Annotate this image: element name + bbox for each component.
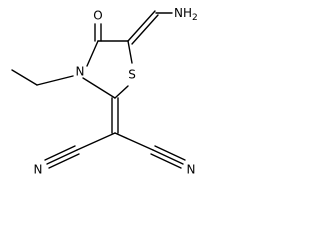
bond-cexo-cn-right <box>114 132 154 151</box>
bond-nitrile-left-2 <box>44 145 76 161</box>
bond-s1-c2 <box>114 85 129 99</box>
atom-amine: NH2 <box>174 6 198 23</box>
bond-c4-n3 <box>86 40 99 67</box>
bond-nitrile-right-2 <box>154 145 186 161</box>
bond-n3-ch2 <box>36 75 74 86</box>
bond-nitrile-right-3 <box>150 153 182 169</box>
atom-ring-nitrogen: N <box>76 65 85 79</box>
bond-cexo-cn-left <box>76 132 116 151</box>
bond-nitrile-left-3 <box>48 153 80 169</box>
atom-sulfur: S <box>128 68 136 82</box>
bond-c5-ch-a <box>127 10 156 42</box>
bond-n3-c2 <box>82 77 116 99</box>
bond-nitrile-left-1 <box>46 149 78 165</box>
amine-main: NH <box>174 6 192 20</box>
atom-labels: O S N NH2 N N <box>34 6 198 177</box>
amine-subscript: 2 <box>192 13 198 23</box>
bond-c5-ch-b <box>131 14 159 45</box>
atom-oxygen: O <box>93 9 102 23</box>
atom-nitrile-left: N <box>34 163 43 177</box>
bond-ch2-ch3 <box>11 69 38 86</box>
bond-set <box>11 10 186 169</box>
chemical-structure: O S N NH2 N N <box>11 6 198 177</box>
atom-nitrile-right: N <box>187 163 196 177</box>
bond-nitrile-right-1 <box>152 149 184 165</box>
bond-c5-s1 <box>127 40 133 64</box>
